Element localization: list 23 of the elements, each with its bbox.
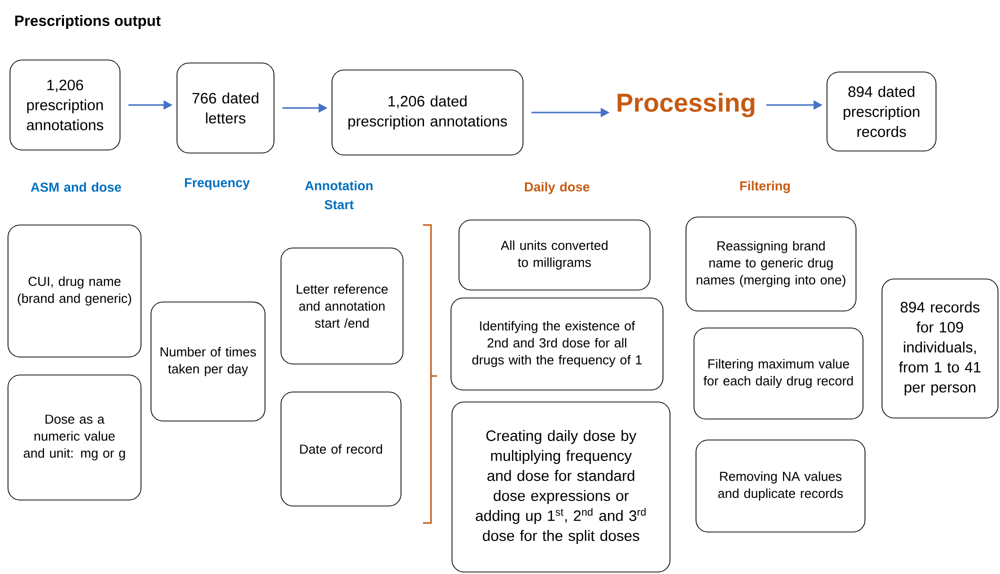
process-box: Creating daily dose by multiplying frequency and dose for standard dose expressions or adding up 1$^{st}$, 2$^{nd}$ and 3$^{rd}$ dose for the split doses bbox=[452, 402, 670, 572]
process-box: 1,206 prescription annotations bbox=[10, 60, 120, 150]
process-box: All units converted to milligrams bbox=[458, 220, 650, 290]
process-box: Date of record bbox=[280, 392, 402, 506]
stage-heading: Processing bbox=[618, 92, 754, 118]
column-heading: Annotation Start bbox=[305, 180, 372, 210]
column-heading: Frequency bbox=[185, 178, 250, 190]
process-box: 766 dated letters bbox=[176, 62, 274, 154]
process-box: Letter reference and annotation start /end bbox=[280, 248, 404, 364]
column-heading: ASM and dose bbox=[30, 182, 122, 192]
column-heading: Filtering bbox=[740, 180, 790, 194]
process-box: Identifying the existence of 2nd and 3rd dose for all drugs with the frequency of 1 bbox=[450, 298, 664, 390]
process-box: 894 records for 109 individuals, from 1 to 41 per person bbox=[882, 278, 998, 418]
process-box: 1,206 dated prescription annotations bbox=[332, 70, 524, 156]
column-heading: Daily dose bbox=[525, 182, 590, 194]
process-box: Dose as a numeric value and unit: mg or g bbox=[8, 374, 142, 500]
process-box: Reassigning brand name to generic drug names (merging into one) bbox=[686, 216, 856, 312]
process-box: Filtering maximum value for each daily drug record bbox=[694, 328, 864, 420]
process-box: 894 dated prescription records bbox=[826, 72, 936, 152]
process-box: CUI, drug name (brand and generic) bbox=[8, 224, 142, 358]
process-box: Removing NA values and duplicate records bbox=[696, 440, 866, 532]
title: Prescriptions output bbox=[15, 15, 161, 29]
process-box: Number of times taken per day bbox=[150, 302, 266, 422]
